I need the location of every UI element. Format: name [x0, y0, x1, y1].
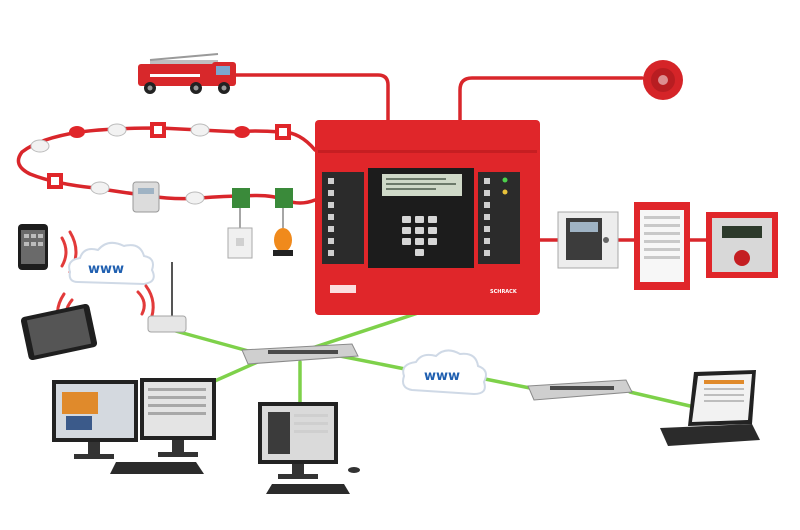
manual-call-point-icon — [275, 124, 291, 140]
manual-call-point-icon — [150, 122, 166, 138]
internet-cloud-icon: www — [68, 241, 155, 286]
fire-truck-icon — [138, 53, 236, 94]
smoke-detector-icon — [30, 139, 50, 153]
internet-cloud-icon: www — [402, 349, 487, 396]
fire-control-panel-icon: SCHRACK — [315, 120, 540, 315]
network-switch-icon — [241, 343, 359, 365]
network-switch-icon — [527, 379, 633, 401]
input-module-icon — [232, 188, 250, 208]
smartphone-icon — [18, 224, 48, 270]
manual-call-point-icon — [47, 173, 63, 189]
monitor-workstation-icon — [258, 402, 360, 494]
indicator-panel-icon — [634, 202, 690, 290]
smoke-detector-icon — [90, 181, 110, 195]
beacon-icon — [234, 126, 250, 138]
smoke-detector-icon — [107, 123, 127, 137]
fire-brigade-panel-icon — [706, 212, 778, 278]
dual-monitor-workstation-icon — [52, 378, 216, 474]
panel-brand: SCHRACK — [490, 289, 518, 295]
siren-icon — [643, 60, 683, 100]
beacon-icon — [273, 228, 293, 256]
input-module-icon — [275, 188, 293, 208]
tablet-icon — [20, 303, 98, 361]
switch-box-icon — [227, 227, 253, 259]
repeater-panel-icon — [557, 211, 619, 269]
smoke-detector-icon — [190, 123, 210, 137]
beacon-icon — [69, 126, 85, 138]
wireless-router-icon — [147, 262, 187, 333]
cloud-label: www — [88, 262, 124, 277]
cloud-label: www — [424, 369, 460, 384]
laptop-icon — [660, 370, 760, 446]
smoke-detector-icon — [185, 191, 205, 205]
gas-detector-icon — [132, 181, 160, 213]
detector-loop-devices — [30, 122, 293, 259]
